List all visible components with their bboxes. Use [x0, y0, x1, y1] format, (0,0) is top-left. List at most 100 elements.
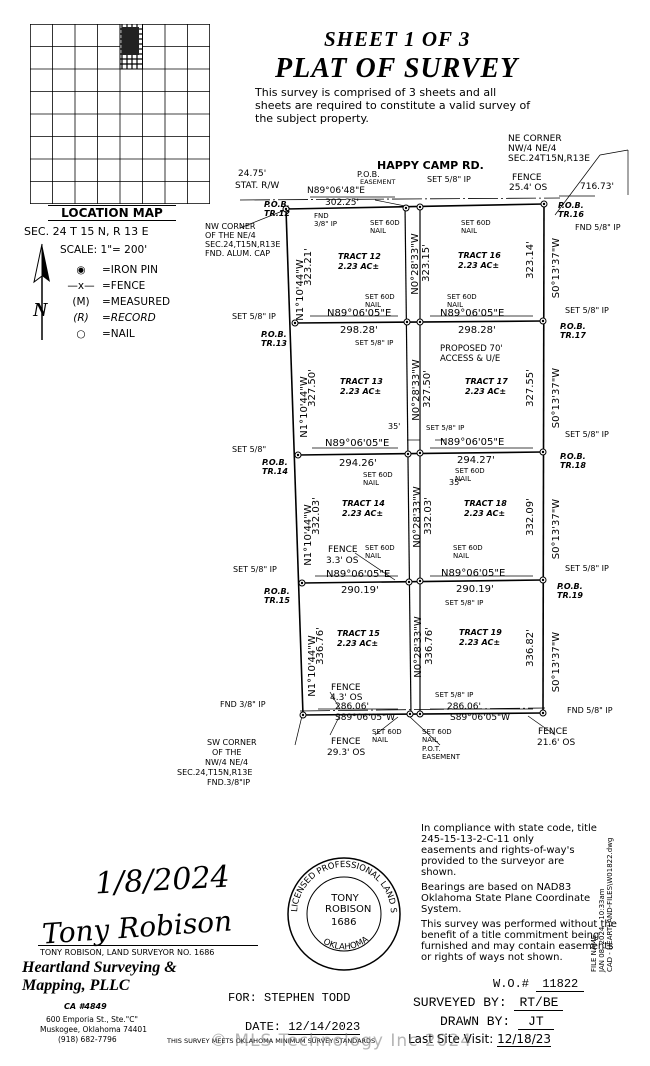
row1-dist-l: 298.28' — [340, 325, 378, 336]
dim-35-b: 35' — [449, 478, 462, 487]
fence-bottom-s: FENCE — [331, 737, 361, 747]
fnd58-se: FND 5/8" IP — [567, 706, 613, 715]
pob-tr12: P.O.B.TR.12 — [264, 200, 290, 218]
set58-e1: SET 5/8" IP — [565, 306, 609, 315]
drawn-by: DRAWN BY: JT — [440, 1014, 554, 1030]
surveyor-seal: LICENSED PROFESSIONAL LAND SURVEYOR OKLA… — [285, 855, 401, 971]
survey-date: DATE: 12/14/2023 — [245, 1020, 361, 1035]
row2-dist-r: 294.27' — [457, 455, 495, 466]
row1-dist-r: 298.28' — [458, 325, 496, 336]
survey-standards: THIS SURVEY MEETS OKLAHOMA MINIMUM SURVE… — [167, 1037, 376, 1045]
west-dist-4: 336.76' — [314, 627, 326, 665]
row2-bearing-r: N89°06'05"E — [440, 437, 505, 448]
iron-pins — [282, 200, 548, 719]
north-arrow-icon — [33, 243, 50, 340]
subject-parcel-hatch — [119, 24, 143, 70]
pob-easement-label: P.O.B. — [357, 170, 380, 179]
stat-rw-width: 24.75' — [238, 169, 267, 179]
watermark: © MLS Technology Inc 2024 — [210, 1031, 473, 1051]
row2-dist-l: 294.26' — [339, 458, 377, 469]
seal-name: TONY ROBISON — [325, 893, 372, 915]
east-bearing-1: S0°13'37"W — [551, 237, 563, 299]
north-line-bearing: N89°06'48"E — [307, 186, 365, 196]
legend-record: (R)=RECORD — [73, 312, 156, 324]
row2-bearing-l: N89°06'05"E — [325, 438, 390, 449]
mid-dist-3: 332.03' — [422, 497, 434, 535]
last-site-visit: Last Site Visit: 12/18/23 — [408, 1032, 552, 1047]
company-addr2: Muskogee, Oklahoma 74401 — [40, 1025, 147, 1034]
legend-fence: —x—=FENCE — [60, 278, 170, 294]
pob-tr17: P.O.B.TR.17 — [560, 322, 586, 340]
pob-tr19: P.O.B.TR.19 — [557, 582, 583, 600]
pob-tr15: P.O.B.TR.15 — [264, 587, 290, 605]
fence-bottom-e: FENCE — [538, 727, 568, 737]
west-dist-1: 323.21' — [302, 248, 314, 286]
set58-w3: SET 5/8" IP — [233, 565, 277, 574]
east-bearing-4: S0°13'37"W — [551, 631, 563, 693]
set58-w2: SET 5/8" — [232, 445, 267, 454]
work-order: W.O.# 11822 — [493, 977, 585, 992]
set58-e2: SET 5/8" IP — [565, 430, 609, 439]
company-name-2: Mapping, PLLC — [22, 977, 130, 994]
handwritten-date: 1/8/2024 — [94, 859, 231, 902]
mid-bearing-3: N0°28'33"W — [411, 486, 423, 548]
company-phone: (918) 682-7796 — [58, 1035, 117, 1044]
surveyor-signature: Tony Robison — [41, 904, 234, 951]
file-name-side: FILE NAME JAN 08, 2024 - 10:33am CAD - H… — [590, 837, 614, 972]
map-scale: SCALE: 1"= 200' — [60, 244, 148, 256]
legend-iron-pin: ◉=IRON PIN — [60, 262, 170, 278]
set58-r2: SET 5/8" IP — [426, 424, 465, 432]
company-addr1: 600 Emporia St., Ste."C" — [46, 1015, 138, 1024]
east-dist-1: 323.14' — [524, 241, 536, 279]
location-map-grid — [30, 24, 210, 204]
page-title: PLAT OF SURVEY — [275, 53, 519, 84]
fence-icon: —x— — [67, 280, 95, 292]
row3-bearing-l: N89°06'05"E — [326, 569, 391, 580]
client: FOR: STEPHEN TODD — [228, 991, 351, 1005]
fence-bottom-w-os: 4.3' OS — [330, 693, 363, 703]
surveyed-by: SURVEYED BY: RT/BE — [413, 995, 564, 1011]
mid-dist-2: 327.50' — [421, 370, 433, 408]
nail-icon: ○ — [76, 328, 86, 340]
row1-bearing-l: N89°06'05"E — [327, 308, 392, 319]
sheet-number: SHEET 1 OF 3 — [324, 27, 471, 51]
row1-bearing-r: N89°06'05"E — [440, 308, 505, 319]
fence-bottom-e-os: 21.6' OS — [537, 738, 576, 748]
dist-to-ne-corner: 716.73' — [580, 182, 614, 192]
set58-r1: SET 5/8" IP — [355, 339, 394, 347]
east-dist-4: 336.82' — [524, 629, 536, 667]
fence-bottom-w: FENCE — [331, 683, 361, 693]
row3-dist-r: 290.19' — [456, 584, 494, 595]
seal-ring-bottom: OKLAHOMA — [321, 935, 370, 953]
west-dist-3: 332.03' — [310, 497, 322, 535]
fence-bottom-s-os: 29.3' OS — [327, 748, 366, 758]
west-dist-2: 327.50' — [306, 369, 318, 407]
fnd-ip-ne: FND 5/8" IP — [575, 223, 621, 232]
pob-easement-sub: EASEMENT — [360, 178, 396, 186]
map-legend: ◉=IRON PIN —x—=FENCE (M)=MEASURED (R)=RE… — [60, 262, 170, 342]
stat-rw-label: STAT. R/W — [235, 181, 280, 191]
proposed-access-easement: PROPOSED 70'ACCESS & U/E — [440, 344, 503, 364]
pot-easement: P.O.T.EASEMENT — [422, 745, 461, 761]
north-line-dist: 302.25' — [325, 198, 359, 208]
fence-w3: FENCE — [328, 545, 358, 555]
fence-north-os: 25.4' OS — [509, 183, 548, 193]
section-township-range: SEC. 24 T 15 N, R 13 E — [24, 225, 149, 238]
pob-tr13: P.O.B.TR.13 — [261, 330, 287, 348]
bottom-dist-r: 286.06' — [447, 702, 481, 712]
